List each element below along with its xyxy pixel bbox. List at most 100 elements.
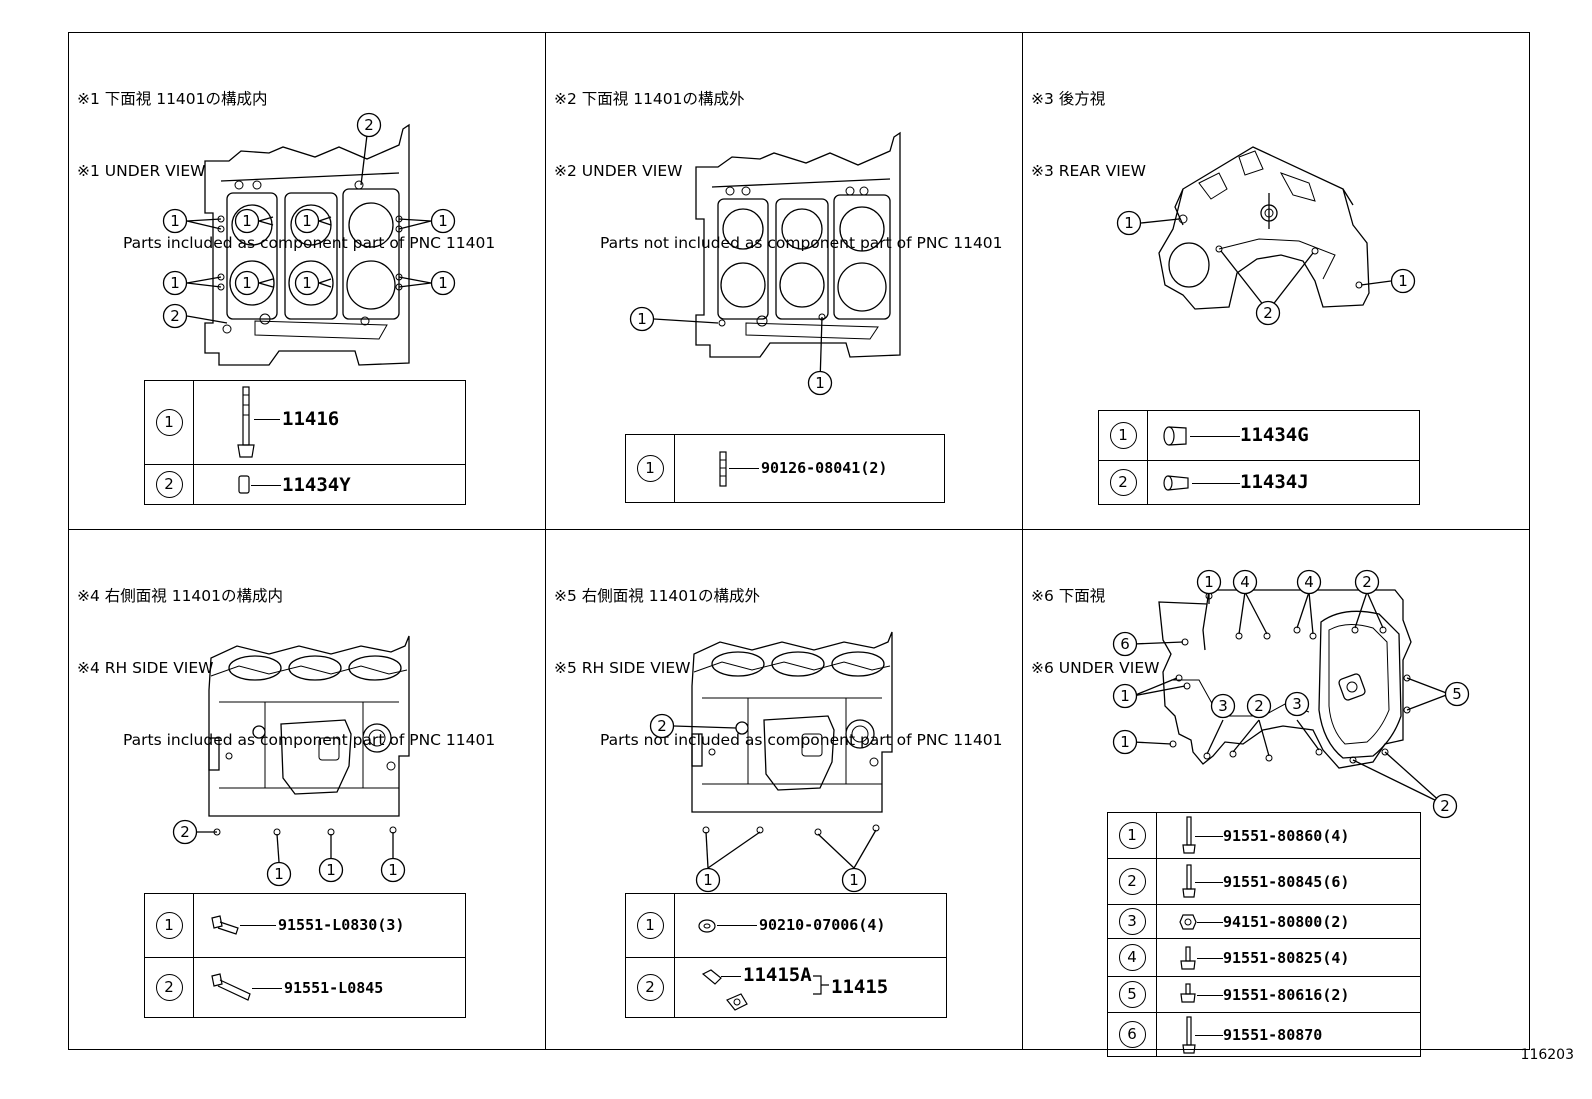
callout-4: 4 (1296, 569, 1322, 595)
callout-5: 5 (1444, 681, 1470, 707)
svg-text:2: 2 (1440, 797, 1450, 815)
engine-block-rh-side-drawing: 2 1 1 1 (172, 635, 410, 887)
svg-text:2: 2 (364, 116, 374, 134)
part-number: 91551-80860(4) (1223, 827, 1350, 845)
callout-1: 1 (294, 208, 320, 234)
panel-title-en: ※2 UNDER VIEW (554, 162, 683, 180)
parts-table: 1 91551-L0830(3) 2 (144, 893, 466, 1018)
panel-title-jp: ※6 下面視 (1031, 587, 1106, 605)
svg-text:1: 1 (170, 212, 180, 230)
sleeve-icon (1163, 475, 1189, 491)
part-number: 91551-80825(4) (1223, 949, 1350, 967)
engine-block-under-view-drawing: 1 1 (629, 131, 901, 396)
panel-title-en: ※6 UNDER VIEW (1031, 659, 1160, 677)
svg-text:1: 1 (438, 212, 448, 230)
engine-block-under-view-drawing: 1 1 1 1 1 1 1 1 2 2 (162, 112, 456, 366)
callout-3: 3 (1210, 693, 1236, 719)
svg-text:1: 1 (438, 274, 448, 292)
svg-text:1: 1 (242, 274, 252, 292)
svg-text:5: 5 (1452, 685, 1462, 703)
callout-1: 1 (294, 270, 320, 296)
svg-text:1: 1 (388, 861, 398, 879)
panel-title-jp: ※3 後方視 (1031, 90, 1106, 108)
svg-text:2: 2 (1263, 304, 1273, 322)
callout-2: 2 (356, 112, 382, 138)
part-number: 11416 (282, 408, 340, 430)
panel-title-jp: ※5 右側面視 11401の構成外 (554, 587, 761, 605)
svg-text:1: 1 (242, 212, 252, 230)
parts-row: 2 91551-80845(6) (1107, 858, 1421, 905)
callout-1: 1 (807, 370, 833, 396)
panel-header: ※1 下面視 11401の構成内 ※1 UNDER VIEW Parts inc… (77, 39, 495, 303)
ref-number: 1 (155, 912, 183, 939)
ref-number: 2 (1118, 868, 1146, 895)
washer-icon (698, 919, 716, 933)
parts-table: 1 90126-08041(2) (625, 434, 945, 503)
parts-diagram-sheet: ※1 下面視 11401の構成内 ※1 UNDER VIEW Parts inc… (68, 32, 1531, 1057)
callout-1: 1 (234, 208, 260, 234)
part-number: 11434G (1240, 424, 1309, 446)
part-number: 91551-80616(2) (1223, 986, 1350, 1004)
panel-title-en: ※5 RH SIDE VIEW (554, 659, 691, 677)
panel-3-rear-view: ※3 後方視 ※3 REAR VIEW 1 1 2 1 (1023, 33, 1531, 542)
panel-header: ※2 下面視 11401の構成外 ※2 UNDER VIEW Parts not… (554, 39, 1003, 303)
callout-1: 1 (162, 208, 188, 234)
callout-1: 1 (318, 857, 344, 883)
parts-row: 2 91551-L0845 (144, 957, 466, 1018)
ref-number: 1 (636, 455, 664, 482)
dowel-pin-icon (238, 475, 250, 494)
callout-1: 1 (1112, 729, 1138, 755)
svg-text:2: 2 (1254, 697, 1264, 715)
svg-text:6: 6 (1120, 635, 1130, 653)
svg-text:3: 3 (1292, 695, 1302, 713)
part-number: 11434Y (282, 474, 351, 496)
parts-row: 3 94151-80800(2) (1107, 904, 1421, 939)
panel-note: Parts included as component part of PNC … (123, 731, 496, 749)
bolt-icon (1180, 946, 1196, 970)
panel-1-under-view-included: ※1 下面視 11401の構成内 ※1 UNDER VIEW Parts inc… (69, 33, 556, 542)
svg-text:1: 1 (326, 861, 336, 879)
ref-number: 2 (155, 974, 183, 1001)
callout-1: 1 (266, 861, 292, 887)
callout-1: 1 (430, 208, 456, 234)
oil-pan-under-view-drawing: 1 4 4 2 6 1 1 3 2 3 5 2 (1112, 569, 1470, 819)
svg-text:1: 1 (849, 871, 859, 889)
ref-number: 1 (1118, 822, 1146, 849)
ref-number: 5 (1118, 981, 1146, 1008)
callout-1: 1 (430, 270, 456, 296)
panel-title-jp: ※2 下面視 11401の構成外 (554, 90, 745, 108)
callout-1: 1 (841, 867, 867, 893)
ref-number: 1 (636, 912, 664, 939)
ref-number: 3 (1118, 908, 1146, 935)
parts-table: 1 11416 2 (144, 380, 466, 505)
part-number: 90126-08041(2) (761, 459, 888, 477)
bolt-icon (1180, 983, 1196, 1003)
panel-header: ※6 下面視 ※6 UNDER VIEW (1031, 536, 1159, 728)
parts-row: 1 11416 (144, 380, 466, 465)
part-number: 11434J (1240, 471, 1309, 493)
part-number: 94151-80800(2) (1223, 913, 1350, 931)
parts-table: 1 90210-07006(4) 2 (625, 893, 947, 1018)
bracket-icon (813, 975, 829, 995)
panel-header: ※4 右側面視 11401の構成内 ※4 RH SIDE VIEW Parts … (77, 536, 495, 800)
callout-1: 1 (1112, 683, 1138, 709)
svg-text:1: 1 (1124, 214, 1134, 232)
svg-text:1: 1 (170, 274, 180, 292)
ref-number: 4 (1118, 944, 1146, 971)
panel-note: Parts not included as component part of … (600, 731, 1003, 749)
part-number: 11415A (743, 964, 812, 986)
svg-text:1: 1 (1204, 573, 1214, 591)
bolt-icon (237, 386, 255, 458)
flange-bolt-icon (211, 973, 251, 1001)
panel-5-rh-side-view-not-included: ※5 右側面視 11401の構成外 ※5 RH SIDE VIEW Parts … (546, 530, 1033, 1051)
svg-text:1: 1 (1398, 272, 1408, 290)
callout-1: 1 (629, 306, 655, 332)
callout-4: 4 (1232, 569, 1258, 595)
ref-number: 1 (155, 409, 183, 436)
callout-1: 1 (1116, 210, 1142, 236)
part-number: 91551-80845(6) (1223, 873, 1350, 891)
svg-text:2: 2 (1362, 573, 1372, 591)
bolt-icon (1182, 864, 1196, 898)
svg-text:1: 1 (302, 274, 312, 292)
parts-row: 1 90126-08041(2) (625, 434, 945, 503)
